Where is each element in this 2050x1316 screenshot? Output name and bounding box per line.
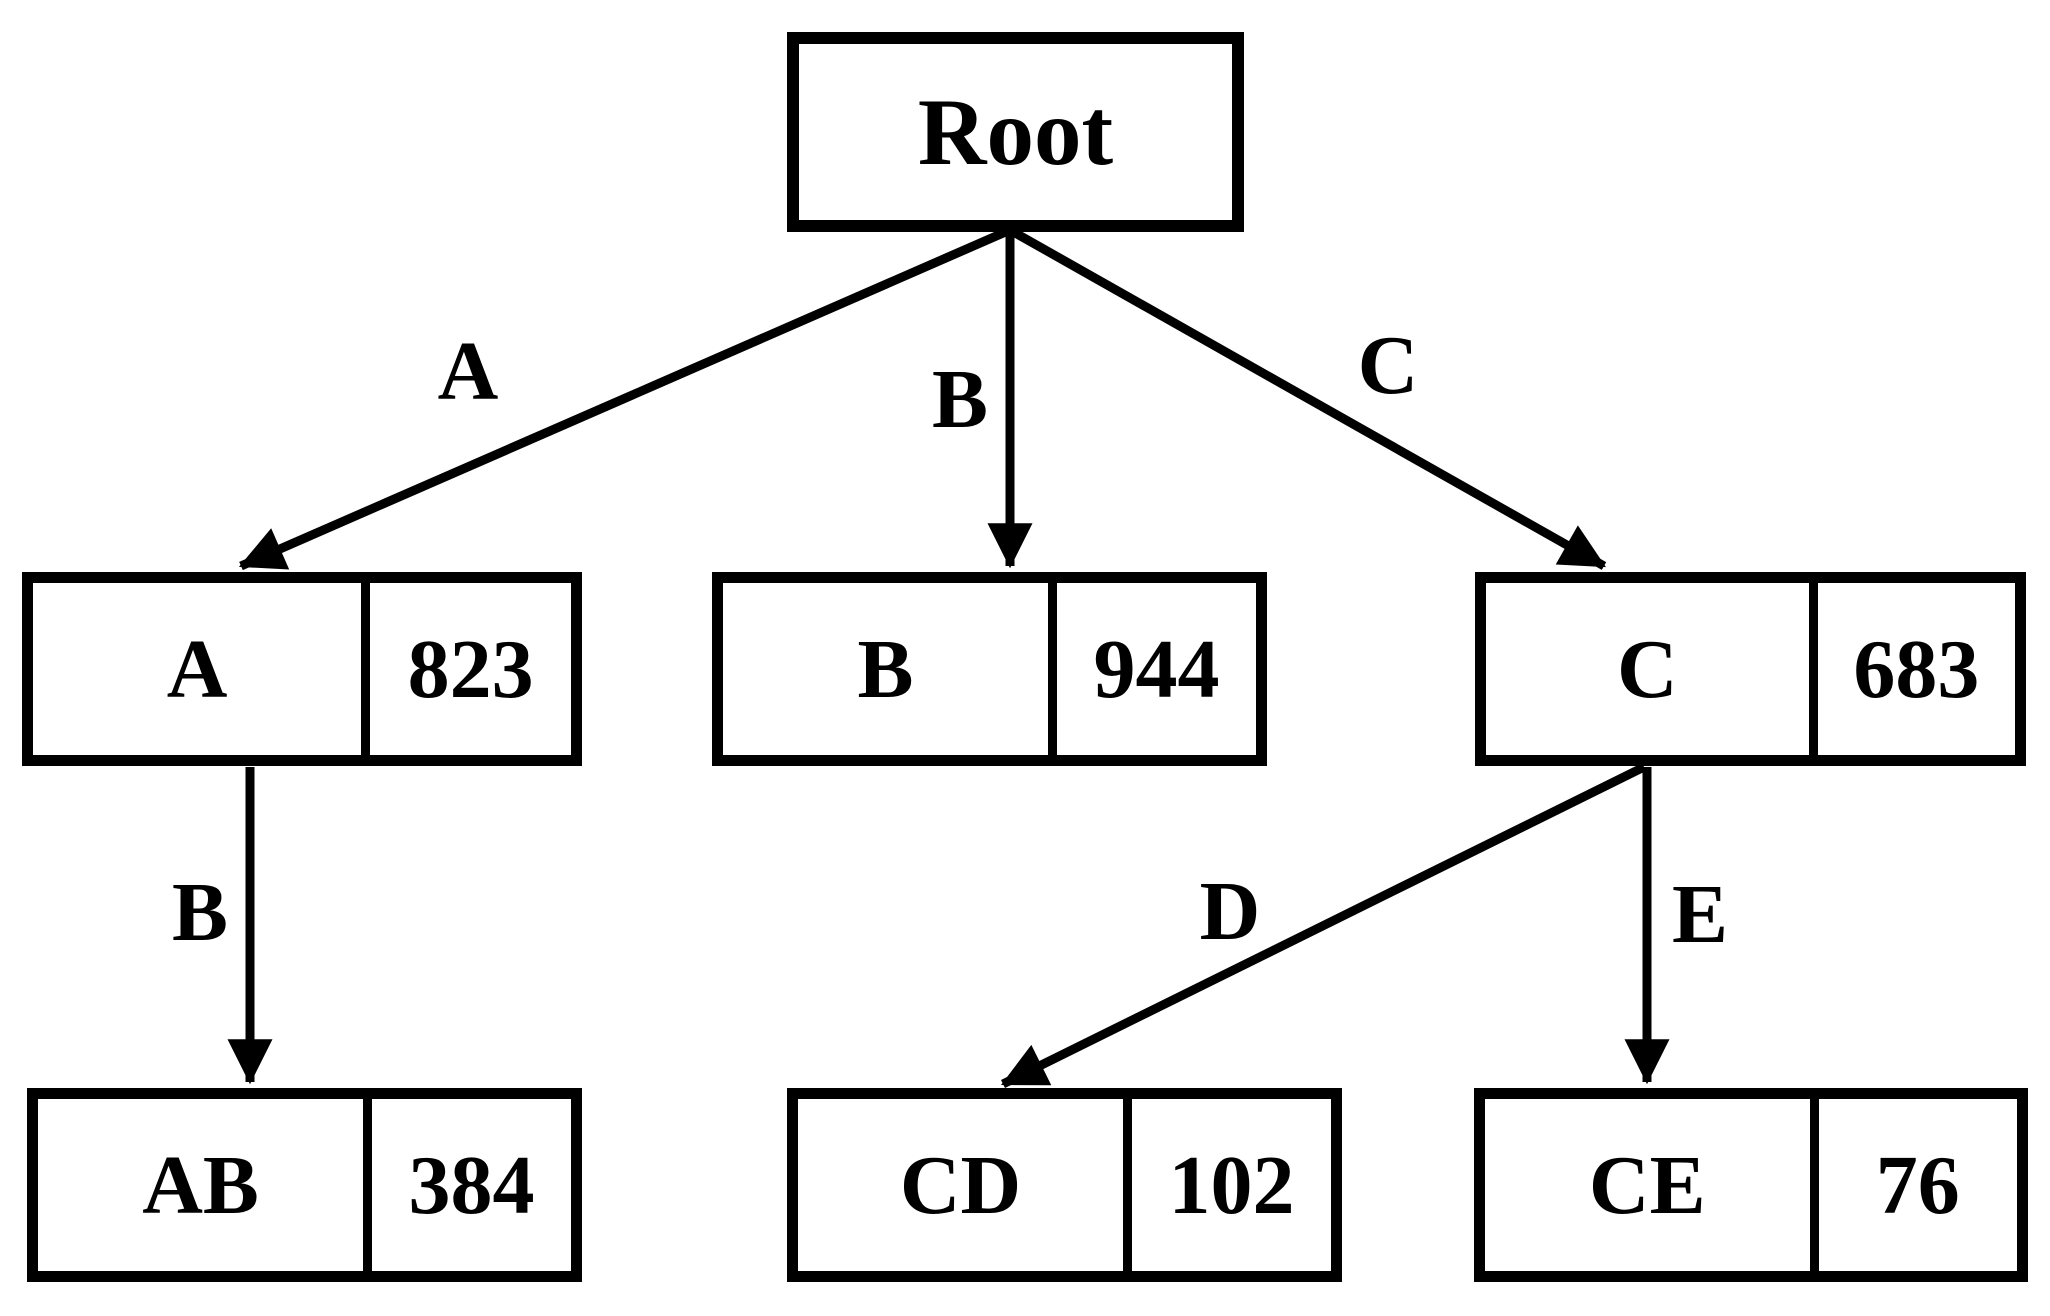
node-c-key: C <box>1617 622 1678 716</box>
node-c-key-cell: C <box>1486 583 1809 755</box>
node-b-key: B <box>857 622 914 716</box>
edge-root-a-arrow <box>238 225 1012 571</box>
node-cd-value: 102 <box>1168 1138 1295 1232</box>
edge-c-ce-label: E <box>1671 868 1729 961</box>
node-a-value: 823 <box>407 622 534 716</box>
node-c-value-cell: 683 <box>1808 583 2015 755</box>
node-ce-value: 76 <box>1875 1138 1960 1232</box>
node-ce-value-cell: 76 <box>1809 1099 2017 1271</box>
node-ab: AB 384 <box>27 1088 582 1282</box>
node-ab-value-cell: 384 <box>363 1099 571 1271</box>
node-cd-key-cell: CD <box>798 1099 1123 1271</box>
node-b-value: 944 <box>1093 622 1220 716</box>
node-ab-value: 384 <box>408 1138 535 1232</box>
node-a-value-cell: 823 <box>361 583 571 755</box>
edge-c-cd-arrow <box>1000 762 1646 1089</box>
node-c: C 683 <box>1475 572 2026 766</box>
node-b-value-cell: 944 <box>1048 583 1256 755</box>
edge-root-c-arrow <box>1007 226 1607 570</box>
node-cd-key: CD <box>899 1138 1022 1232</box>
node-ce-key: CE <box>1588 1138 1706 1232</box>
edge-root-b-label: B <box>931 353 989 446</box>
edge-c-cd-label: D <box>1199 865 1261 958</box>
node-cd: CD 102 <box>787 1088 1342 1282</box>
node-b: B 944 <box>712 572 1267 766</box>
node-ab-key: AB <box>142 1138 259 1232</box>
node-root-label: Root <box>917 79 1114 185</box>
node-b-key-cell: B <box>723 583 1048 755</box>
node-ab-key-cell: AB <box>38 1099 363 1271</box>
edge-root-a-label: A <box>437 325 499 418</box>
node-ce-key-cell: CE <box>1485 1099 1810 1271</box>
node-a-key: A <box>166 622 228 716</box>
node-a-key-cell: A <box>33 583 361 755</box>
node-ce: CE 76 <box>1474 1088 2028 1282</box>
node-cd-value-cell: 102 <box>1123 1099 1331 1271</box>
node-c-value: 683 <box>1853 622 1980 716</box>
edge-root-c-label: C <box>1357 319 1419 412</box>
edge-a-ab-label: B <box>171 866 229 959</box>
node-a: A 823 <box>22 572 582 766</box>
node-root: Root <box>787 32 1244 232</box>
